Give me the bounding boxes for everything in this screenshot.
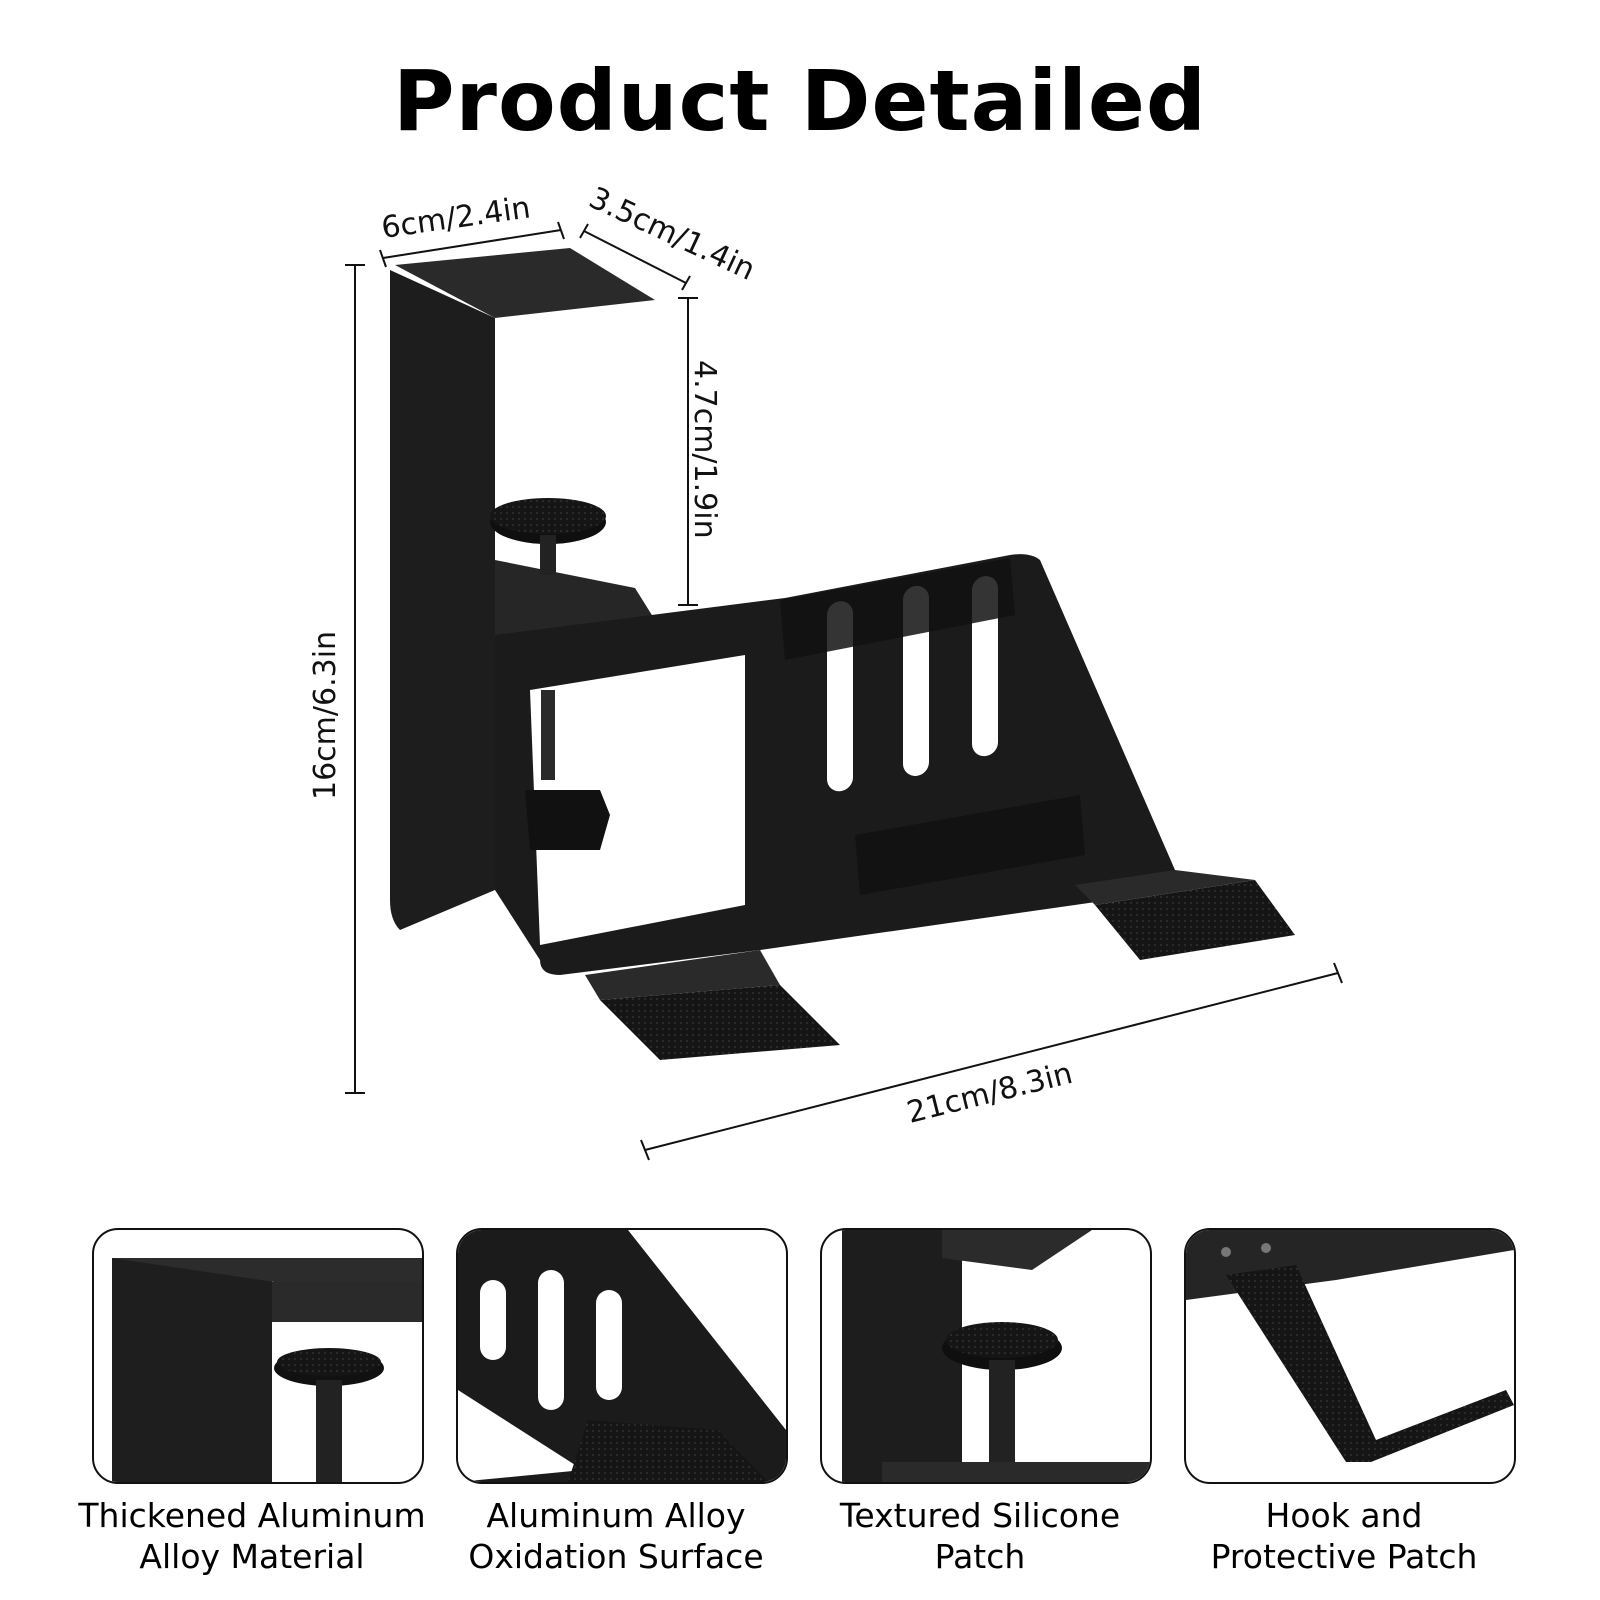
upper-patch	[780, 558, 1015, 660]
caption-line: Oxidation Surface	[468, 1537, 764, 1576]
alloy-closeup-illustration	[112, 1258, 422, 1482]
desk-holder-illustration	[390, 248, 1295, 1060]
caption-line: Patch	[934, 1537, 1026, 1576]
feature-caption-thickened-alloy: Thickened Aluminum Alloy Material	[62, 1495, 442, 1577]
foot-right-support	[1075, 870, 1255, 905]
dim-length: 21cm/8.3in	[903, 1056, 1076, 1131]
feature-caption-hook: Hook and Protective Patch	[1154, 1495, 1534, 1577]
screw-shaft-lower	[541, 690, 555, 780]
screw-shaft-upper	[540, 535, 556, 575]
caption-line: Protective Patch	[1210, 1537, 1478, 1576]
feature-caption-silicone-patch: Textured Silicone Patch	[790, 1495, 1170, 1577]
dim-top-depth: 3.5cm/1.4in	[584, 181, 761, 288]
hook-closeup-illustration	[1186, 1230, 1514, 1462]
caption-line: Textured Silicone	[839, 1496, 1121, 1535]
frame-window	[530, 655, 745, 945]
foot-right	[1095, 880, 1295, 960]
foot-left	[600, 985, 840, 1060]
feature-caption-oxidation-surface: Aluminum Alloy Oxidation Surface	[426, 1495, 806, 1577]
top-plate	[395, 248, 655, 318]
foot-left-support	[585, 950, 780, 1000]
lower-patch	[855, 795, 1085, 895]
vertical-back	[390, 270, 495, 930]
caption-line: Aluminum Alloy	[486, 1496, 746, 1535]
surface-closeup-illustration	[458, 1230, 786, 1482]
page-title: Product Detailed	[392, 52, 1208, 150]
silicone-closeup-illustration	[842, 1230, 1150, 1482]
feature-panel-silicone-patch	[820, 1228, 1152, 1484]
product-diagram: 6cm/2.4in 3.5cm/1.4in 4.7cm/1.9in 16cm/6…	[308, 181, 1343, 1161]
dim-height: 16cm/6.3in	[308, 631, 343, 800]
top-knob-face	[490, 498, 606, 534]
caption-line: Hook and	[1265, 1496, 1423, 1535]
feature-panel-hook	[1184, 1228, 1516, 1484]
caption-line: Thickened Aluminum	[78, 1496, 426, 1535]
dim-clamp-opening: 4.7cm/1.9in	[687, 360, 722, 539]
feature-panel-oxidation-surface	[456, 1228, 788, 1484]
caption-line: Alloy Material	[139, 1537, 365, 1576]
dimension-lines	[345, 221, 1343, 1161]
lower-knob	[525, 790, 610, 850]
feature-panel-thickened-alloy	[92, 1228, 424, 1484]
